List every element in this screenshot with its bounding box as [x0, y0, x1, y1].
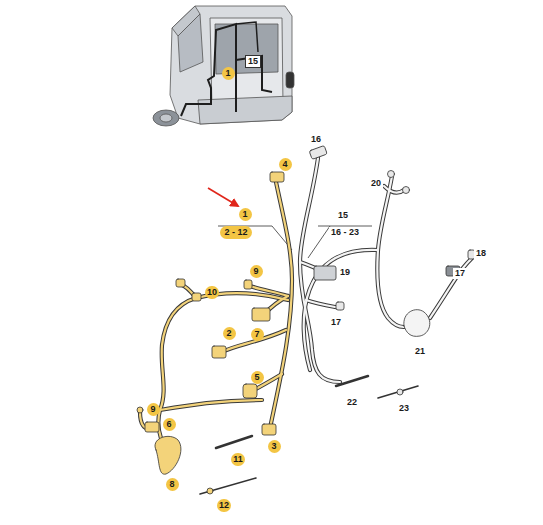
pointer-arrow: [208, 188, 238, 206]
callout-number: 19: [338, 267, 352, 278]
wire-outline: [160, 400, 262, 410]
wire-outline: [306, 300, 340, 308]
control-unit-19: [314, 266, 336, 280]
wire-outline: [158, 293, 288, 452]
callout-number: 22: [345, 397, 359, 408]
wire-outline: [430, 258, 472, 318]
cable-tie-head: [207, 488, 213, 494]
wire: [384, 186, 404, 193]
connector-10: [176, 279, 185, 287]
callout-number: 8: [166, 478, 179, 491]
wire: [377, 176, 418, 327]
callout-number: 1: [222, 67, 235, 80]
inset-harness: [181, 24, 236, 116]
wire-outline: [377, 176, 418, 327]
connector-5: [243, 384, 257, 398]
callout-number: 9: [250, 265, 263, 278]
bracket-leader: [218, 226, 292, 250]
grommet-8: [155, 436, 181, 474]
callout-number: 3: [268, 440, 281, 453]
wire: [430, 258, 472, 318]
rear-window: [215, 24, 278, 74]
connector-9: [137, 407, 143, 413]
connector-6: [145, 422, 159, 432]
callout-number: 1: [239, 208, 252, 221]
wire: [304, 250, 378, 370]
connector-3: [262, 424, 276, 435]
connector-7: [252, 308, 270, 321]
callout-number: 9: [147, 403, 160, 416]
grommet-21: [404, 310, 430, 337]
callout-number: 5: [251, 371, 264, 384]
connector-17: [336, 302, 344, 310]
callout-number: 2: [223, 327, 236, 340]
callout-number: 15: [245, 55, 261, 68]
connector-16: [309, 146, 327, 160]
wire: [160, 400, 262, 410]
inset-harness-top: [236, 22, 258, 52]
callout-number: 7: [251, 328, 264, 341]
connector-4: [270, 172, 284, 182]
harness-2-12: [137, 172, 292, 494]
callout-number: 12: [217, 499, 231, 512]
tail-light: [286, 72, 294, 88]
bracket-leader: [308, 226, 330, 258]
cable-tie-12: [200, 478, 256, 494]
callout-number: 23: [397, 403, 411, 414]
harness-16-23: [300, 146, 475, 398]
wire-outline: [304, 250, 378, 370]
callout-number: 6: [163, 418, 176, 431]
connector-20: [403, 187, 410, 194]
callout-number: 10: [205, 286, 219, 299]
callout-number: 18: [474, 248, 488, 259]
strip-22: [336, 376, 368, 386]
wire: [158, 293, 288, 452]
connector-10: [192, 293, 201, 301]
callout-number: 20: [369, 178, 383, 189]
tailgate: [210, 18, 283, 108]
vehicle-inset: [153, 6, 294, 126]
callout-number: 17: [453, 268, 467, 279]
callout-number: 15: [336, 210, 350, 221]
wheel: [153, 110, 179, 126]
connector-2: [212, 346, 226, 358]
side-window: [178, 14, 203, 72]
callout-number: 2 - 12: [220, 226, 251, 239]
wheel-hub: [160, 114, 172, 122]
callout-number: 11: [231, 453, 245, 466]
connector-20: [388, 171, 395, 178]
wire-outline: [384, 186, 404, 193]
connector-9: [244, 280, 252, 289]
strip-11: [216, 436, 252, 448]
cable-tie-23: [378, 386, 418, 398]
cable-tie-head: [397, 389, 403, 395]
callout-number: 17: [329, 317, 343, 328]
callout-number: 16: [309, 134, 323, 145]
wire: [306, 300, 340, 308]
wire: [250, 286, 288, 296]
van-body: [170, 6, 292, 124]
callout-number: 4: [279, 158, 292, 171]
bumper: [198, 96, 292, 124]
callout-number: 21: [413, 346, 427, 357]
callout-number: 16 - 23: [329, 227, 361, 238]
